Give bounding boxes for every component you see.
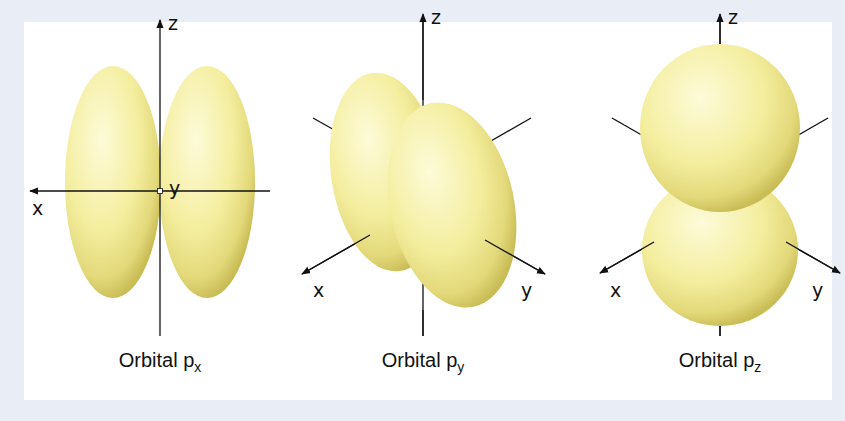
axis-label: x (610, 281, 621, 300)
caption-subscript: y (457, 359, 464, 375)
axis-label: y (169, 179, 180, 198)
caption-group: Orbital pz (679, 348, 762, 372)
axis-label: z (431, 8, 441, 27)
pz-orbital (600, 14, 840, 336)
orbital-caption: Orbital p (382, 349, 458, 371)
caption-group: Orbital px (119, 348, 202, 372)
orbital-lobe (370, 90, 535, 319)
axis-label: y (521, 281, 532, 300)
orbital-lobe (65, 66, 161, 298)
orbital-caption: Orbital p (679, 349, 755, 371)
z-axis-front (422, 310, 423, 336)
z-axis-front (719, 20, 720, 44)
axis-label: x (313, 281, 324, 300)
z-axis-front (422, 20, 423, 100)
py-orbital (302, 14, 545, 336)
caption-group: Orbital py (382, 348, 465, 372)
axis-label: x (32, 199, 43, 218)
px-orbital (30, 20, 270, 336)
axis-label: y (812, 281, 823, 300)
x-axis-front (302, 235, 370, 274)
caption-subscript: z (754, 359, 761, 375)
caption-subscript: x (194, 359, 201, 375)
orbital-lobe (640, 44, 800, 212)
x-axis-front (600, 242, 654, 273)
x-axis (30, 190, 270, 191)
origin-mark (158, 189, 163, 194)
axis-label: z (728, 8, 738, 27)
orbital-lobe (159, 66, 255, 298)
z-axis-front (719, 326, 720, 336)
y-axis-front (786, 242, 840, 273)
y-axis-front (485, 240, 545, 274)
z-axis (159, 20, 160, 336)
orbital-caption: Orbital p (119, 349, 195, 371)
axis-label: z (168, 14, 178, 33)
